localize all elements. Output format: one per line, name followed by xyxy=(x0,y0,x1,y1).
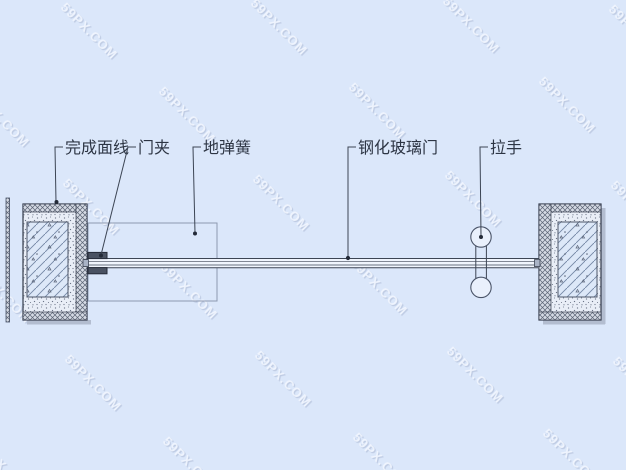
handle-bottom-circle xyxy=(470,276,492,299)
leader-door-clamp: 门夹 xyxy=(99,139,170,258)
wall-sliver-hatch xyxy=(5,197,10,323)
leader-pull-handle: 拉手 xyxy=(479,139,522,239)
leader-dot xyxy=(479,235,483,239)
door-clamp-bottom xyxy=(87,267,108,275)
leader-line xyxy=(347,146,356,257)
leader-tempered-glass-door: 钢化玻璃门 xyxy=(345,139,438,261)
leader-line xyxy=(100,146,136,256)
glass-pane-body xyxy=(88,258,539,268)
left-column-core-marks xyxy=(27,222,68,297)
left-wall-column xyxy=(22,203,91,325)
right-column-shadow-right xyxy=(601,208,606,324)
leader-line xyxy=(192,146,201,234)
label-door-clamp: 门夹 xyxy=(138,139,170,157)
detail-drawing: 完成面线 门夹 地弹簧 钢化玻璃门 拉手 xyxy=(5,138,606,325)
leader-finished-surface-line: 完成面线 xyxy=(54,139,129,204)
leader-line xyxy=(479,146,488,237)
label-finished-surface-line: 完成面线 xyxy=(65,139,129,157)
door-clamp-top xyxy=(87,251,108,260)
leader-dot xyxy=(99,253,103,258)
leader-floor-spring: 地弹簧 xyxy=(192,138,251,236)
leader-line xyxy=(54,146,63,203)
right-wall-column xyxy=(538,203,606,325)
right-column-core-marks xyxy=(558,222,597,297)
left-column-finish-bottom xyxy=(22,311,88,321)
right-column-finish-bottom xyxy=(538,311,602,321)
left-column-shadow xyxy=(27,320,91,325)
glass-end-block-left xyxy=(82,259,89,268)
right-column-finish-left xyxy=(538,203,552,321)
label-tempered-glass-door: 钢化玻璃门 xyxy=(358,139,438,157)
label-pull-handle: 拉手 xyxy=(490,139,522,157)
glass-end-block-right xyxy=(534,259,541,268)
left-edge-wall-sliver xyxy=(5,197,10,323)
leader-dot xyxy=(193,231,197,236)
glass-door xyxy=(82,258,541,269)
leader-dot xyxy=(54,200,59,204)
right-column-shadow-bottom xyxy=(543,320,605,325)
leader-dot xyxy=(345,255,351,261)
door-clamp xyxy=(87,251,108,275)
label-floor-spring: 地弹簧 xyxy=(203,138,251,157)
